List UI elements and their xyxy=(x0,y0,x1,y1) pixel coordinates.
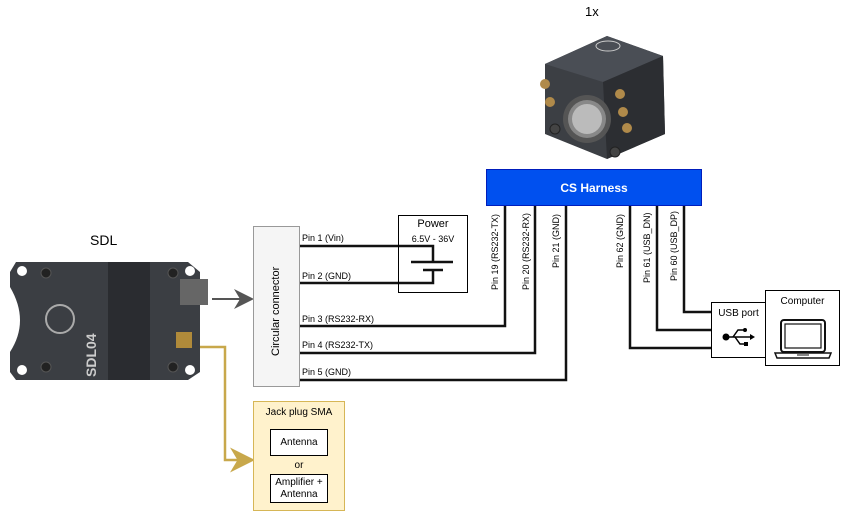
antenna-option-box: Antenna xyxy=(270,429,328,456)
wire-pin1 xyxy=(299,244,435,262)
wire-pin60 xyxy=(682,206,711,314)
sdl-label: SDL xyxy=(90,232,118,248)
wire-pin5-pin21 xyxy=(299,206,568,382)
connector-pin-label: Pin 1 (Vin) xyxy=(302,233,344,243)
amplifier-option-line1: Amplifier + xyxy=(275,477,323,488)
laptop-icon xyxy=(773,318,833,365)
amplifier-option-line2: Antenna xyxy=(280,489,318,500)
wire-pin4-pin20 xyxy=(299,206,537,355)
power-box xyxy=(398,215,468,293)
or-label: or xyxy=(294,460,304,471)
power-title: Power xyxy=(417,218,449,230)
harness-pin-label: Pin 19 (RS232-TX) xyxy=(490,213,500,290)
power-voltage: 6.5V - 36V xyxy=(411,234,455,244)
cs-harness-label: CS Harness xyxy=(560,180,628,195)
usb-icon xyxy=(722,326,756,353)
cs-harness-box: CS Harness xyxy=(486,169,702,206)
connector-pin-label: Pin 4 (RS232-TX) xyxy=(302,340,374,350)
wire-pin61 xyxy=(655,206,711,332)
sma-title: Jack plug SMA xyxy=(265,407,333,418)
quantity-label: 1x xyxy=(585,4,599,19)
svg-text:SDL04: SDL04 xyxy=(83,333,99,377)
wire-pin62 xyxy=(628,206,711,350)
sma-antenna-wire xyxy=(198,345,255,473)
antenna-option-label: Antenna xyxy=(280,437,318,448)
connector-pin-label: Pin 5 (GND) xyxy=(302,367,352,377)
harness-pin-label: Pin 62 (GND) xyxy=(615,213,625,268)
connector-pin-label: Pin 3 (RS232-RX) xyxy=(302,314,375,324)
circular-connector-box xyxy=(253,226,300,387)
circular-connector-label: Circular connector xyxy=(270,266,282,356)
usb-port-label: USB port xyxy=(718,308,759,319)
amplifier-option-box: Amplifier + Antenna xyxy=(270,474,328,503)
harness-pin-label: Pin 20 (RS232-RX) xyxy=(521,212,531,290)
harness-pin-label: Pin 61 (USB_DN) xyxy=(642,212,652,283)
sdl-device-image: SDL04 xyxy=(8,257,213,382)
harness-pin-label: Pin 60 (USB_DP) xyxy=(669,210,679,281)
cs-device-image xyxy=(515,24,675,159)
computer-label: Computer xyxy=(780,296,825,307)
wire-pin3-pin19 xyxy=(299,206,507,328)
connector-pin-label: Pin 2 (GND) xyxy=(302,271,352,281)
wire-pin2 xyxy=(299,270,435,285)
harness-pin-label: Pin 21 (GND) xyxy=(551,213,561,268)
